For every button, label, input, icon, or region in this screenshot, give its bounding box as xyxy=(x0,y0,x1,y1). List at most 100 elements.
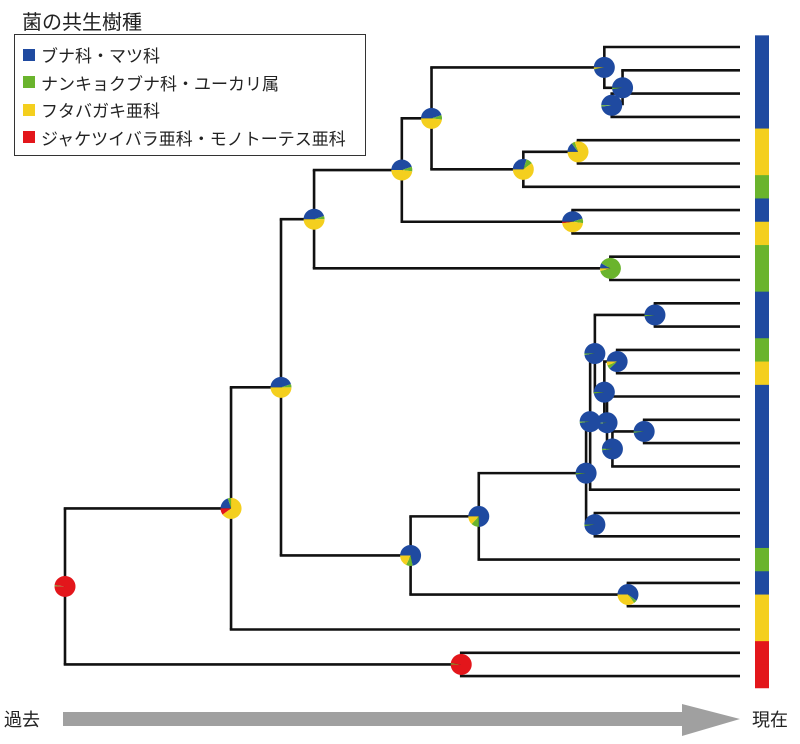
tip-bar-segment-nothofagus_eucalyptus xyxy=(755,268,769,293)
pie-slice-nothofagus_eucalyptus xyxy=(572,218,584,224)
tip-bar-segment-rose_monotoideae xyxy=(755,664,769,689)
pie-slice-beech_pine xyxy=(567,143,578,152)
pie-slice-nothofagus_eucalyptus xyxy=(584,524,595,526)
pie-slice-dipterocarp xyxy=(303,219,325,230)
tip-bar-segment-beech_pine xyxy=(755,431,769,456)
node-pie-A xyxy=(220,497,242,519)
pie-slice-nothofagus_eucalyptus xyxy=(600,257,621,279)
tip-bar-segment-dipterocarp xyxy=(755,151,769,176)
pie-slice-dipterocarp xyxy=(562,221,584,233)
node-pie-Q xyxy=(579,411,601,433)
pie-slice-nothofagus_eucalyptus xyxy=(627,594,637,604)
node-pie-M xyxy=(601,94,623,116)
tip-bar-segment-beech_pine xyxy=(755,291,769,316)
pie-slice-beech_pine xyxy=(303,208,325,220)
pie-slice-dipterocarp xyxy=(512,163,534,180)
ancestral-state-pies xyxy=(54,56,666,675)
legend-item-beech-pine: ブナ科・マツ科 xyxy=(23,41,365,69)
legend-label: ジャケツイバラ亜科・モノトーテス亜科 xyxy=(41,129,346,150)
pie-slice-beech_pine xyxy=(270,376,291,388)
legend-swatch-rose-monotoideae xyxy=(23,131,35,144)
pie-slice-beech_pine xyxy=(400,544,422,566)
pie-slice-dipterocarp xyxy=(599,268,611,271)
pie-slice-beech_pine xyxy=(644,304,666,326)
legend-label: ナンキョクブナ科・ユーカリ属 xyxy=(41,74,279,95)
time-arrow-shaft xyxy=(63,712,683,726)
node-pie-W xyxy=(606,351,628,373)
pie-slice-nothofagus_eucalyptus xyxy=(227,497,232,509)
time-arrow-head xyxy=(682,704,740,736)
pie-slice-beech_pine xyxy=(617,584,639,601)
legend-item-rose-monotoideae: ジャケツイバラ亜科・モノトーテス亜科 xyxy=(23,124,365,152)
tip-bar-segment-beech_pine xyxy=(755,408,769,432)
node-pie-F xyxy=(599,257,621,279)
node-pie-R xyxy=(450,653,472,675)
pie-slice-beech_pine xyxy=(575,462,597,484)
pie-slice-beech_pine xyxy=(633,420,655,442)
tip-bar-segment-nothofagus_eucalyptus xyxy=(755,547,769,572)
node-pie-Z xyxy=(633,420,655,442)
tip-bar-segment-beech_pine xyxy=(755,314,769,339)
tip-bar-segment-beech_pine xyxy=(755,198,769,223)
legend-box: ブナ科・マツ科 ナンキョクブナ科・ユーカリ属 フタバガキ亜科 ジャケツイバラ亜科… xyxy=(14,34,366,156)
tip-bar-segment-beech_pine xyxy=(755,571,769,596)
node-pie-V xyxy=(593,381,615,403)
pie-slice-beech_pine xyxy=(601,94,623,116)
pie-slice-dipterocarp xyxy=(391,170,413,181)
node-pie-B xyxy=(270,376,292,398)
legend-label: ブナ科・マツ科 xyxy=(41,47,160,68)
node-pie-O xyxy=(617,584,639,606)
tip-bar-segment-beech_pine xyxy=(755,81,769,106)
pie-slice-dipterocarp xyxy=(617,594,635,606)
pie-slice-beech_pine xyxy=(584,514,606,536)
pie-slice-nothofagus_eucalyptus xyxy=(401,166,413,172)
node-pie-L xyxy=(612,77,634,99)
legend-swatch-nothofagus-eucalyptus xyxy=(23,76,35,89)
pie-slice-beech_pine xyxy=(593,56,615,78)
pie-slice-beech_pine xyxy=(599,263,611,269)
pie-slice-nothofagus_eucalyptus xyxy=(54,585,65,587)
tip-bar-segment-dipterocarp xyxy=(755,594,769,619)
pie-slice-nothofagus_eucalyptus xyxy=(571,141,578,152)
pie-slice-beech_pine xyxy=(562,211,583,222)
pie-slice-nothofagus_eucalyptus xyxy=(431,115,443,120)
pie-slice-nothofagus_eucalyptus xyxy=(314,215,325,220)
node-pie-D xyxy=(400,544,422,566)
pie-slice-nothofagus_eucalyptus xyxy=(601,448,613,451)
node-pie-E xyxy=(391,159,413,181)
tip-bar-segment-nothofagus_eucalyptus xyxy=(755,245,769,269)
node-pie-J xyxy=(512,158,534,180)
pie-slice-dipterocarp xyxy=(567,141,589,163)
pie-slice-nothofagus_eucalyptus xyxy=(575,473,587,475)
pie-slice-nothofagus_eucalyptus xyxy=(523,159,532,170)
tip-bar-segment-dipterocarp xyxy=(755,128,769,153)
pie-slice-nothofagus_eucalyptus xyxy=(633,431,645,433)
pie-slice-nothofagus_eucalyptus xyxy=(601,105,612,107)
tip-bar-segment-dipterocarp xyxy=(755,361,769,386)
pie-slice-rose_monotoideae xyxy=(562,221,573,224)
pie-slice-nothofagus_eucalyptus xyxy=(471,516,479,527)
tip-bar-segment-dipterocarp xyxy=(755,221,769,246)
pie-slice-beech_pine xyxy=(584,343,606,365)
node-pie-Y xyxy=(601,438,623,460)
pie-slice-dipterocarp xyxy=(606,361,618,366)
tip-bar-segment-rose_monotoideae xyxy=(755,641,769,665)
node-pie-H xyxy=(562,211,584,233)
pie-slice-beech_pine xyxy=(579,411,601,433)
pie-slice-dipterocarp xyxy=(270,387,292,398)
pie-slice-beech_pine xyxy=(596,412,618,434)
pie-slice-beech_pine xyxy=(601,438,623,460)
pie-slice-dipterocarp xyxy=(400,555,411,565)
pie-slice-nothofagus_eucalyptus xyxy=(406,555,413,566)
axis-present-label: 現在 xyxy=(752,710,788,731)
axis-past-label: 過去 xyxy=(4,710,40,731)
legend-swatch-beech-pine xyxy=(23,48,35,61)
tree-branches xyxy=(63,45,740,678)
pie-slice-nothofagus_eucalyptus xyxy=(450,663,462,665)
pie-slice-beech_pine xyxy=(220,498,232,509)
pie-slice-nothofagus_eucalyptus xyxy=(281,384,292,388)
pie-slice-nothofagus_eucalyptus xyxy=(593,67,605,70)
pie-slice-beech_pine xyxy=(391,159,412,171)
pie-slice-nothofagus_eucalyptus xyxy=(593,392,605,394)
